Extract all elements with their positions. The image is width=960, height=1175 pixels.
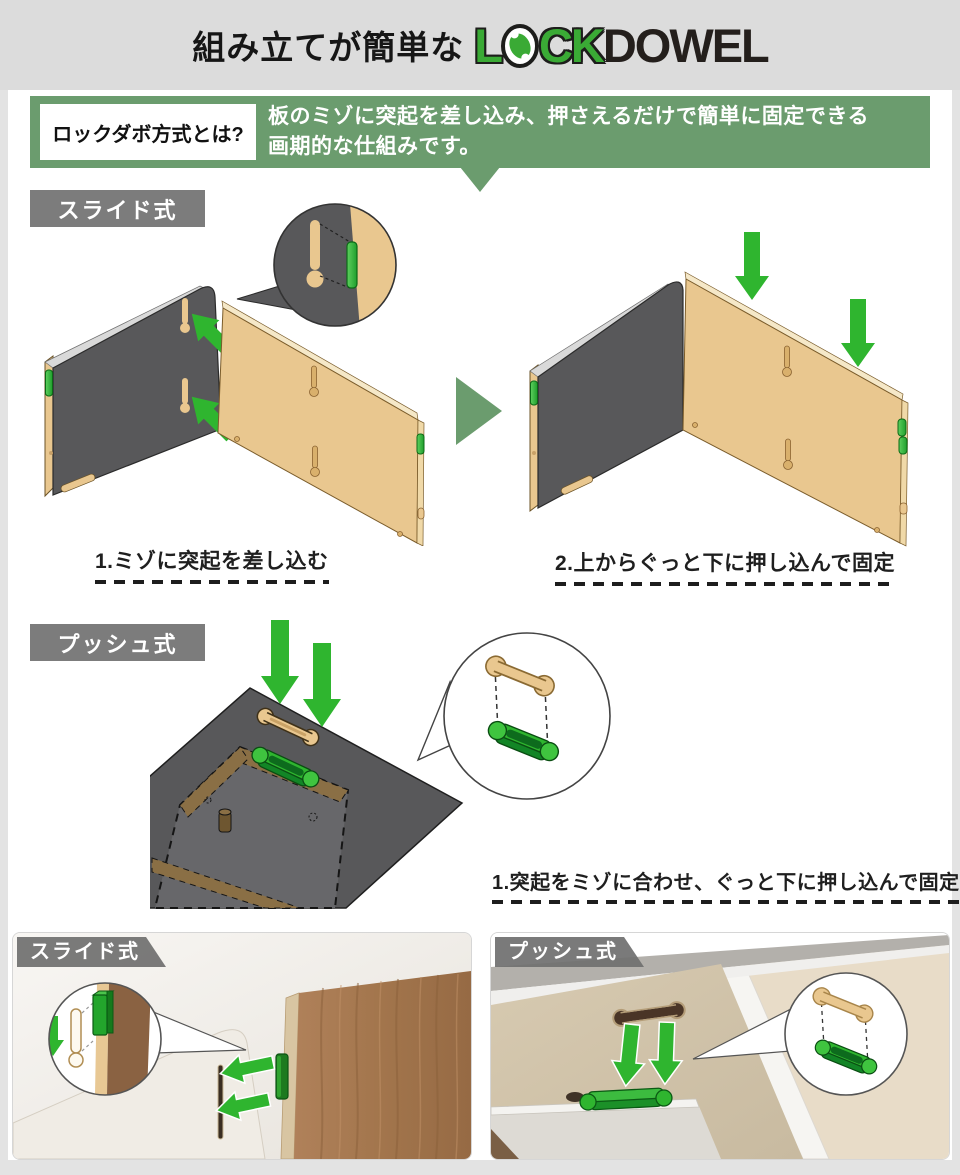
magnifier-callout <box>236 203 397 327</box>
push-photo: プッシュ式 <box>490 932 950 1160</box>
green-arrow-icon <box>218 1053 276 1085</box>
lockdowel-logo: L CK DOWEL <box>474 18 770 72</box>
intro-banner-text: 板のミゾに突起を差し込み、押さえるだけで簡単に固定できる 画期的な仕組みです。 <box>268 102 869 162</box>
logo-lock-l: L <box>474 18 503 72</box>
green-dowel <box>897 418 907 437</box>
keyhole-slot <box>180 298 190 333</box>
slide-step1-diagram <box>44 203 425 546</box>
intro-banner-label: ロックダボ方式とは? <box>40 104 256 160</box>
keyhole-slot <box>783 438 793 470</box>
bone-slot <box>256 707 320 747</box>
green-arrow-icon <box>841 299 875 367</box>
header-title: 組み立てが簡単な <box>192 29 465 66</box>
wood-panel <box>275 971 471 1159</box>
green-dowel <box>346 241 358 289</box>
slide-photo: スライド式 <box>12 932 472 1160</box>
green-arrow-icon <box>610 1022 647 1088</box>
slide-step2-caption-block: 2.上からぐっと下に押し込んで固定 <box>555 547 895 586</box>
dark-panel <box>529 281 684 512</box>
keyhole-slot <box>309 365 319 397</box>
dashed-underline <box>492 900 960 904</box>
intro-line1: 板のミゾに突起を差し込み、押さえるだけで簡単に固定できる <box>268 105 869 128</box>
bone-slot <box>612 1001 686 1027</box>
dark-panel <box>150 687 464 909</box>
bone-slot <box>812 987 874 1023</box>
keyhole-slot <box>306 220 324 288</box>
dark-panel <box>44 285 222 498</box>
push-step1-caption: 1.突起をミゾに合わせ、ぐっと下に押し込んで固定 <box>492 872 960 894</box>
push-diagram <box>150 620 611 909</box>
green-dowel <box>45 369 53 397</box>
bone-slot <box>485 655 555 697</box>
slide-step2-caption: 2.上からぐっと下に押し込んで固定 <box>555 552 895 575</box>
dashed-underline <box>95 580 329 584</box>
dashed-underline <box>555 582 895 586</box>
keyhole-slot <box>782 345 792 377</box>
keyhole-slot <box>180 378 190 413</box>
push-section-label: プッシュ式 <box>30 624 205 661</box>
slide-photo-image <box>13 933 471 1159</box>
wood-panel <box>682 271 909 547</box>
logo-dowel: DOWEL <box>602 18 770 72</box>
green-arrow-icon <box>647 1021 684 1086</box>
intro-line2: 画期的な仕組みです。 <box>268 135 481 158</box>
green-dowel <box>487 720 560 762</box>
white-panel <box>13 1029 266 1159</box>
green-arrow-icon <box>49 1016 64 1056</box>
header: 組み立てが簡単な L CK DOWEL <box>0 0 960 90</box>
magnifier-callout <box>692 972 908 1096</box>
green-arrow-icon <box>214 1090 272 1122</box>
slide-step1-caption-block: 1.ミゾに突起を差し込む <box>95 545 329 584</box>
slide-step2-diagram <box>529 232 909 547</box>
slide-photo-label: スライド式 <box>17 937 166 967</box>
back-panel <box>491 935 949 991</box>
green-arrow-icon <box>735 232 769 300</box>
transition-arrow <box>456 377 502 445</box>
logo-dowel-o-icon <box>500 24 539 68</box>
green-arrow-icon <box>303 643 341 727</box>
round-hole <box>566 1092 584 1102</box>
banner-pointer <box>460 167 500 192</box>
push-step1-caption-block: 1.突起をミゾに合わせ、ぐっと下に押し込んで固定 <box>492 866 960 904</box>
push-photo-label: プッシュ式 <box>495 937 644 967</box>
green-dowel <box>898 436 908 455</box>
intro-banner: ロックダボ方式とは? 板のミゾに突起を差し込み、押さえるだけで簡単に固定できる … <box>30 96 930 168</box>
green-dowel <box>91 990 115 1036</box>
keyhole-slot <box>68 1008 84 1068</box>
magnifier-callout <box>416 632 611 800</box>
keyhole-slot <box>217 1064 224 1140</box>
green-arrow-icon <box>261 620 299 704</box>
wood-panel <box>217 300 425 546</box>
green-dowel <box>814 1039 878 1075</box>
slide-step1-caption: 1.ミゾに突起を差し込む <box>95 550 329 573</box>
green-dowel <box>251 746 320 788</box>
magnifier-callout <box>48 982 247 1096</box>
green-dowel <box>416 433 425 455</box>
push-photo-image <box>491 933 949 1159</box>
slide-section-label: スライド式 <box>30 190 205 227</box>
keyhole-slot <box>310 445 320 477</box>
green-dowel <box>530 380 538 406</box>
logo-lock-ck: CK <box>538 18 605 72</box>
green-dowel <box>579 1087 673 1111</box>
